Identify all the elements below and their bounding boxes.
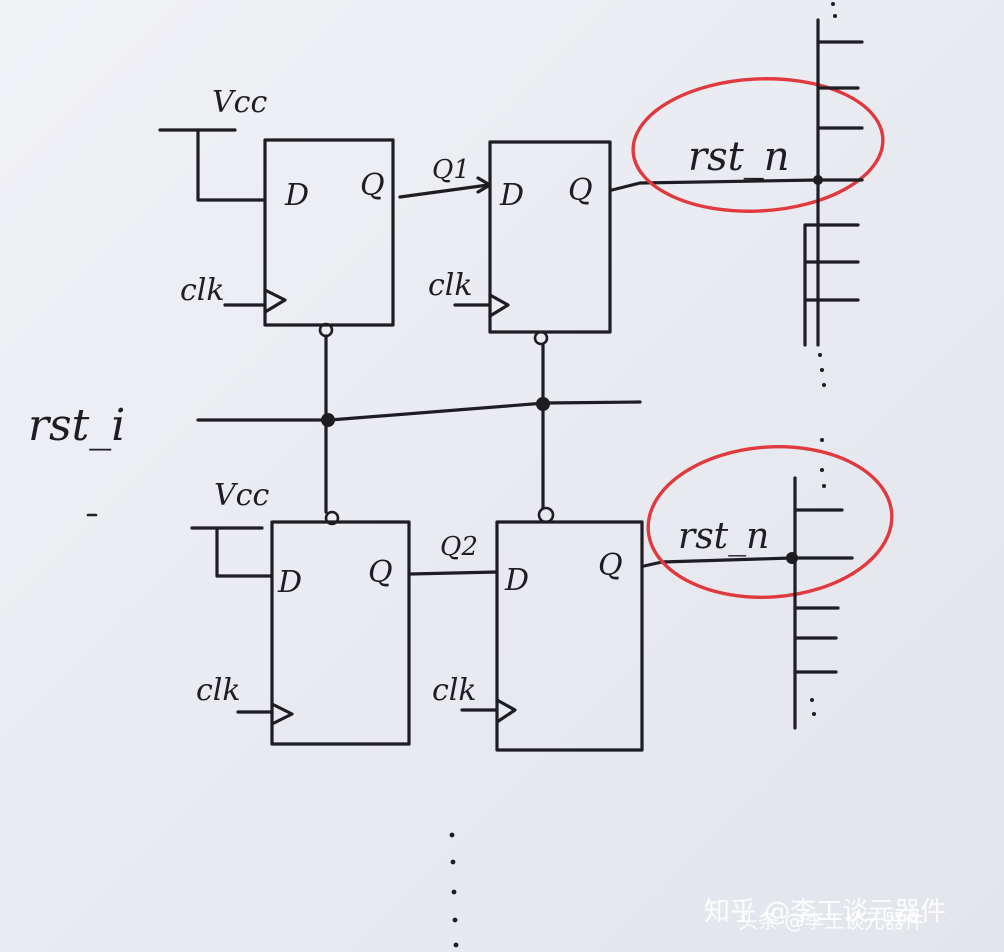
- ellipsis-dot: [812, 712, 816, 716]
- watermark-zhihu: 知乎 @李工谈元器件: [704, 897, 946, 927]
- ff4-reset-bubble: [537, 506, 555, 524]
- ellipsis-dot: [452, 917, 458, 923]
- ellipsis-dot: [453, 942, 459, 948]
- q2-label: Q2: [440, 532, 478, 562]
- ff4-clk-triangle: [495, 698, 517, 724]
- ff1-q-label: Q: [360, 168, 385, 203]
- ellipsis-dot: [820, 468, 824, 472]
- highlight-circle-top: [631, 77, 885, 213]
- highlight-circle-bottom: [646, 445, 894, 599]
- rst-n-top-label: rst_n: [688, 134, 789, 180]
- ellipsis-dot: [822, 484, 826, 488]
- ff2-reset-bubble: [533, 330, 549, 346]
- rst-i-junction-right: [536, 397, 550, 411]
- ff2-d-label: D: [499, 178, 524, 213]
- rst-i-junction-left: [321, 413, 335, 427]
- ff3-d-label: D: [277, 565, 302, 600]
- ff3-clk-triangle: [270, 702, 294, 726]
- ff2-q-label: Q: [568, 173, 593, 208]
- rst-n-top-wire: [610, 178, 820, 192]
- ellipsis-dot: [820, 368, 824, 372]
- ff2-clk-triangle: [488, 293, 510, 318]
- vcc-label-bottom: Vcc: [214, 478, 269, 513]
- ellipsis-dot: [450, 859, 456, 865]
- ff1-d-label: D: [284, 178, 309, 213]
- rst-i-label: rst_i: [28, 400, 125, 451]
- ff4-d-label: D: [504, 563, 529, 598]
- ellipsis-dot: [822, 383, 826, 387]
- flipflop-3: [270, 520, 411, 746]
- ff1-clk-label: clk: [180, 273, 225, 308]
- ellipsis-dot: [833, 14, 837, 18]
- ff3-reset-bubble: [324, 510, 340, 526]
- ff4-clk-label: clk: [432, 673, 477, 708]
- vcc-to-d-wire-bottom: [215, 526, 274, 578]
- vcc-label-top: Vcc: [212, 85, 267, 120]
- q1-label: Q1: [432, 155, 470, 185]
- ellipsis-dot: [449, 832, 455, 838]
- ellipsis-dot: [810, 698, 814, 702]
- bus-bottom-taps: [793, 508, 854, 674]
- ellipsis-dot: [820, 438, 824, 442]
- rst-n-bottom-label: rst_n: [678, 516, 769, 557]
- watermark-toutiao: 头条 @李工谈元器件: [738, 909, 924, 933]
- ff3-clk-label: clk: [196, 673, 241, 708]
- q1-wire: [398, 183, 490, 199]
- flipflop-2: [488, 140, 612, 334]
- flipflop-4: [495, 520, 644, 752]
- vcc-to-d-wire-top: [196, 128, 267, 202]
- ff4-q-label: Q: [598, 548, 623, 583]
- ff1-clk-triangle: [263, 288, 287, 314]
- ellipsis-dot: [818, 353, 822, 357]
- bus-top-taps: [803, 40, 864, 302]
- ellipsis-dot: [831, 2, 835, 6]
- q2-wire: [408, 570, 499, 576]
- ff3-q-label: Q: [368, 555, 393, 590]
- rst-i-wire: [196, 400, 642, 422]
- ellipsis-dot: [451, 889, 457, 895]
- ff2-clk-label: clk: [428, 268, 473, 303]
